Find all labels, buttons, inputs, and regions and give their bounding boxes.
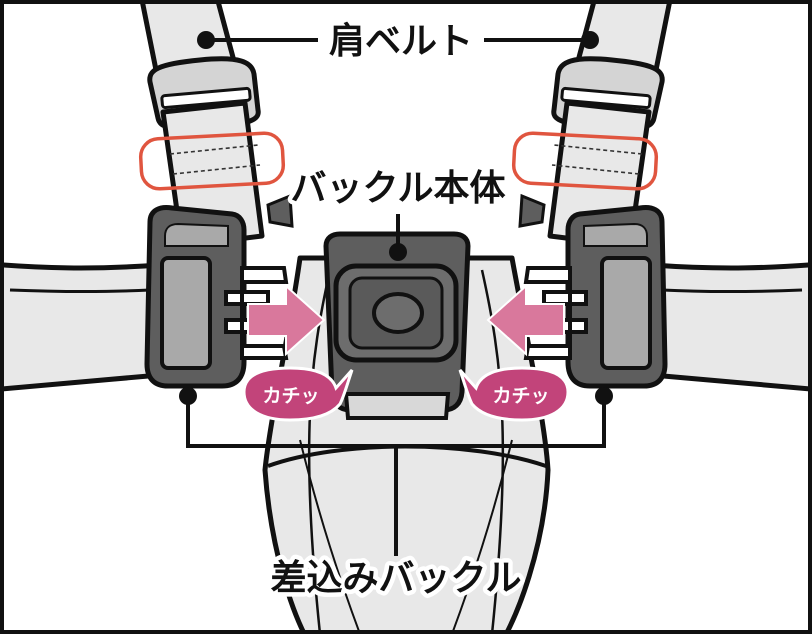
release-button [372,292,424,334]
right-strap-stitch-1 [553,144,643,155]
right-waist-belt [649,262,812,392]
left-strap-stitch-1 [169,144,259,155]
left-strap-stitch-2 [172,164,261,175]
left-click-text: カチッ [262,385,319,407]
shoulder-belt-dot-left [197,31,215,49]
buckle-body-label: バックル本体 [291,168,506,209]
left-slide-adjuster-slot [160,86,252,110]
left-insert-buckle [144,205,289,389]
buckle-body-lower-slot [343,392,451,420]
insert-buckle-label: 差込みバックル [271,558,522,599]
left-stitch-highlight-ring [138,131,286,191]
crotch-strap-inner-right [451,439,513,634]
right-strap-stitch-2 [551,164,640,175]
right-push-arrow [486,283,565,357]
buckle-body-dot [389,243,407,261]
right-stitch-highlight-ring [511,131,659,191]
left-push-arrow [247,283,326,357]
right-click-text: カチッ [492,385,549,407]
right-waist-belt-fold [661,288,803,293]
right-click-badge: カチッ [458,366,570,422]
right-slide-adjuster-slot [560,86,652,110]
left-click-badge: カチッ [242,366,354,422]
crotch-strap-inner-left [299,439,361,634]
left-waist-belt [0,262,163,392]
left-waist-belt-fold [9,288,151,293]
left-side-tab [266,193,294,228]
shoulder-belt-label: 肩ベルト [329,20,473,62]
right-insert-buckle [523,205,668,389]
shoulder-belt-dot-right [581,31,599,49]
buckle-body [323,231,471,420]
right-side-tab [518,193,546,228]
